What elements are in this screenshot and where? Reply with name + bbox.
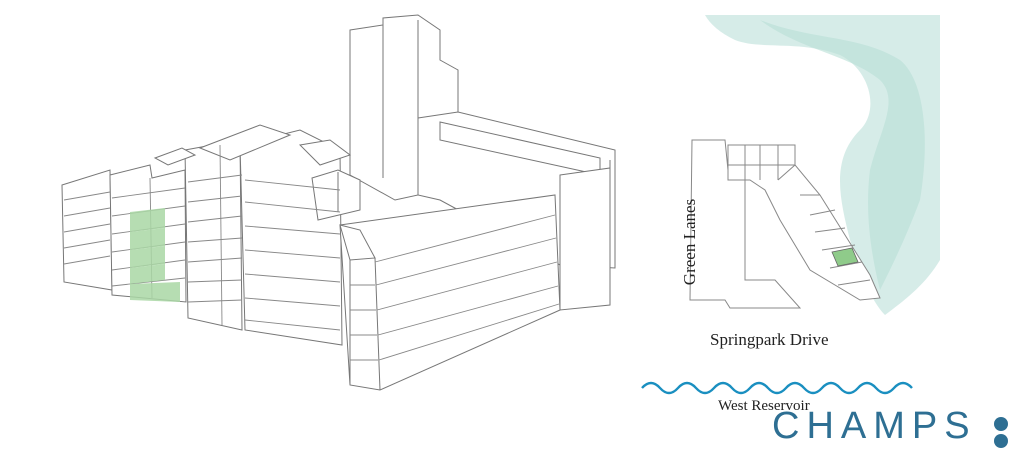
springpark-drive-label: Springpark Drive: [710, 330, 829, 349]
reservoir-wave: [641, 381, 913, 395]
floor-lines: [63, 144, 560, 361]
rear-block: [417, 111, 616, 311]
main-building: [61, 124, 561, 391]
reservoir-wash: [705, 15, 940, 315]
highlighted-units: [130, 208, 180, 302]
west-reservoir-label: West Reservoir: [718, 398, 810, 414]
brand-dots-icon: [994, 417, 1008, 448]
brand-logo-text: CHAMPS: [772, 405, 977, 447]
highlighted-unit-plan: [831, 247, 859, 267]
green-lanes-label: Green Lanes: [680, 198, 699, 286]
tower-building: [349, 14, 459, 201]
